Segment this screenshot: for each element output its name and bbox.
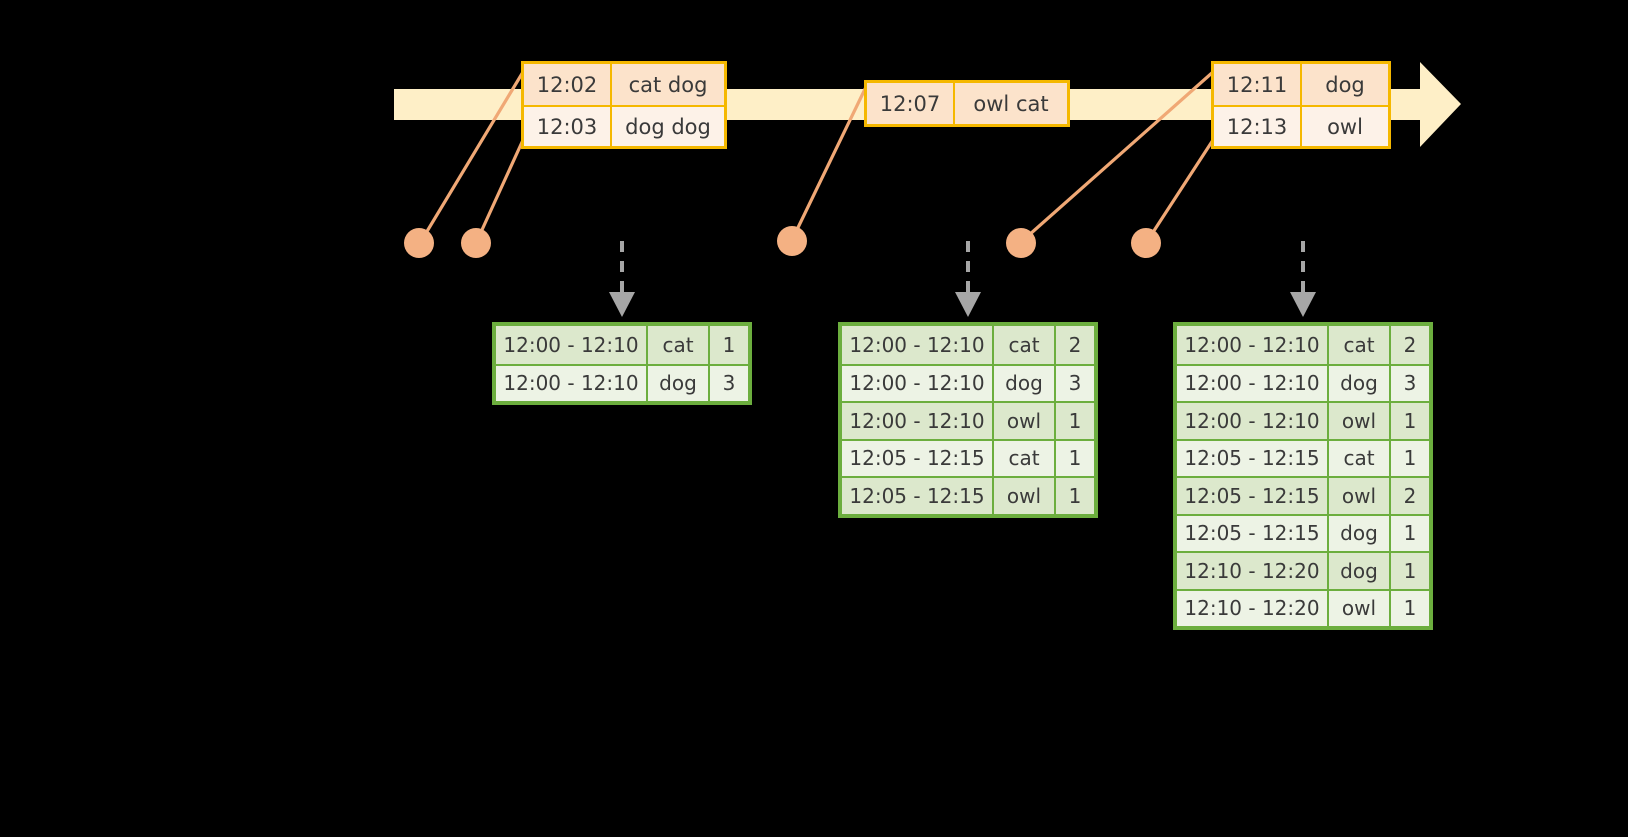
event-row[interactable]: 12:11 dog xyxy=(1214,64,1388,105)
word-count: 1 xyxy=(710,326,748,364)
word-key: cat xyxy=(1329,326,1391,364)
table-row[interactable]: 12:05 - 12:15 owl 2 xyxy=(1177,476,1429,514)
word-key: dog xyxy=(648,365,710,401)
word-count: 1 xyxy=(1391,590,1429,626)
word-count: 1 xyxy=(1391,515,1429,551)
table-row[interactable]: 12:00 - 12:10 cat 2 xyxy=(842,326,1094,364)
table-row[interactable]: 12:00 - 12:10 dog 3 xyxy=(1177,363,1429,401)
table-row[interactable]: 12:10 - 12:20 owl 1 xyxy=(1177,588,1429,626)
result-table-2[interactable]: 12:00 - 12:10 cat 2 12:00 - 12:10 dog 3 … xyxy=(838,322,1098,518)
connector-line-5 xyxy=(1144,138,1215,245)
trigger-arrows xyxy=(609,241,1316,317)
event-time: 12:02 xyxy=(524,64,612,105)
connector-line-1 xyxy=(418,70,525,245)
word-key: cat xyxy=(994,440,1056,476)
trigger-arrow-2 xyxy=(955,241,981,317)
word-key: owl xyxy=(1329,478,1391,514)
word-count: 3 xyxy=(1056,365,1094,401)
table-row[interactable]: 12:05 - 12:15 owl 1 xyxy=(842,476,1094,514)
event-group-1[interactable]: 12:02 cat dog 12:03 dog dog xyxy=(521,61,727,149)
table-row[interactable]: 12:00 - 12:10 dog 3 xyxy=(842,363,1094,401)
event-time: 12:11 xyxy=(1214,64,1302,105)
window-range: 12:05 - 12:15 xyxy=(842,440,994,476)
window-range: 12:00 - 12:10 xyxy=(842,365,994,401)
trigger-arrow-3 xyxy=(1290,241,1316,317)
event-time: 12:07 xyxy=(867,83,955,124)
table-row[interactable]: 12:10 - 12:20 dog 1 xyxy=(1177,551,1429,589)
connector-line-3 xyxy=(790,85,868,242)
event-row[interactable]: 12:07 owl cat xyxy=(867,83,1067,124)
word-key: owl xyxy=(994,403,1056,439)
table-row[interactable]: 12:05 - 12:15 cat 1 xyxy=(842,438,1094,476)
word-count: 2 xyxy=(1391,478,1429,514)
event-words: owl xyxy=(1302,107,1388,146)
word-key: owl xyxy=(1329,590,1391,626)
word-count: 1 xyxy=(1056,403,1094,439)
event-dot-4 xyxy=(1006,228,1036,258)
window-range: 12:05 - 12:15 xyxy=(842,478,994,514)
word-key: dog xyxy=(1329,365,1391,401)
window-range: 12:05 - 12:15 xyxy=(1177,478,1329,514)
event-row[interactable]: 12:13 owl xyxy=(1214,105,1388,146)
event-words: cat dog xyxy=(612,64,724,105)
word-count: 1 xyxy=(1056,440,1094,476)
window-range: 12:05 - 12:15 xyxy=(1177,440,1329,476)
window-range: 12:00 - 12:10 xyxy=(1177,365,1329,401)
table-row[interactable]: 12:05 - 12:15 dog 1 xyxy=(1177,513,1429,551)
word-key: cat xyxy=(648,326,710,364)
table-row[interactable]: 12:00 - 12:10 owl 1 xyxy=(842,401,1094,439)
window-range: 12:05 - 12:15 xyxy=(1177,515,1329,551)
word-count: 2 xyxy=(1056,326,1094,364)
result-table-3[interactable]: 12:00 - 12:10 cat 2 12:00 - 12:10 dog 3 … xyxy=(1173,322,1433,630)
word-key: cat xyxy=(994,326,1056,364)
word-key: owl xyxy=(994,478,1056,514)
event-dot-3 xyxy=(777,226,807,256)
table-row[interactable]: 12:05 - 12:15 cat 1 xyxy=(1177,438,1429,476)
word-key: cat xyxy=(1329,440,1391,476)
event-dots xyxy=(404,226,1161,258)
window-range: 12:00 - 12:10 xyxy=(1177,326,1329,364)
result-table-1[interactable]: 12:00 - 12:10 cat 1 12:00 - 12:10 dog 3 xyxy=(492,322,752,405)
event-row[interactable]: 12:03 dog dog xyxy=(524,105,724,146)
window-range: 12:00 - 12:10 xyxy=(842,326,994,364)
event-time: 12:13 xyxy=(1214,107,1302,146)
event-dot-5 xyxy=(1131,228,1161,258)
window-range: 12:00 - 12:10 xyxy=(842,403,994,439)
word-count: 1 xyxy=(1391,553,1429,589)
word-count: 2 xyxy=(1391,326,1429,364)
event-dot-2 xyxy=(461,228,491,258)
window-range: 12:00 - 12:10 xyxy=(496,326,648,364)
trigger-arrow-1 xyxy=(609,241,635,317)
table-row[interactable]: 12:00 - 12:10 owl 1 xyxy=(1177,401,1429,439)
table-row[interactable]: 12:00 - 12:10 dog 3 xyxy=(496,363,748,401)
window-range: 12:10 - 12:20 xyxy=(1177,590,1329,626)
word-key: dog xyxy=(994,365,1056,401)
event-words: dog dog xyxy=(612,107,724,146)
event-words: owl cat xyxy=(955,83,1067,124)
event-dot-1 xyxy=(404,228,434,258)
table-row[interactable]: 12:00 - 12:10 cat 1 xyxy=(496,326,748,364)
word-count: 3 xyxy=(710,365,748,401)
window-range: 12:10 - 12:20 xyxy=(1177,553,1329,589)
window-range: 12:00 - 12:10 xyxy=(496,365,648,401)
word-key: dog xyxy=(1329,553,1391,589)
word-count: 3 xyxy=(1391,365,1429,401)
word-count: 1 xyxy=(1391,403,1429,439)
event-group-3[interactable]: 12:11 dog 12:13 owl xyxy=(1211,61,1391,149)
word-count: 1 xyxy=(1391,440,1429,476)
word-key: owl xyxy=(1329,403,1391,439)
event-row[interactable]: 12:02 cat dog xyxy=(524,64,724,105)
table-row[interactable]: 12:00 - 12:10 cat 2 xyxy=(1177,326,1429,364)
word-key: dog xyxy=(1329,515,1391,551)
event-words: dog xyxy=(1302,64,1388,105)
event-group-2[interactable]: 12:07 owl cat xyxy=(864,80,1070,127)
connector-line-2 xyxy=(474,138,525,245)
window-range: 12:00 - 12:10 xyxy=(1177,403,1329,439)
event-time: 12:03 xyxy=(524,107,612,146)
word-count: 1 xyxy=(1056,478,1094,514)
